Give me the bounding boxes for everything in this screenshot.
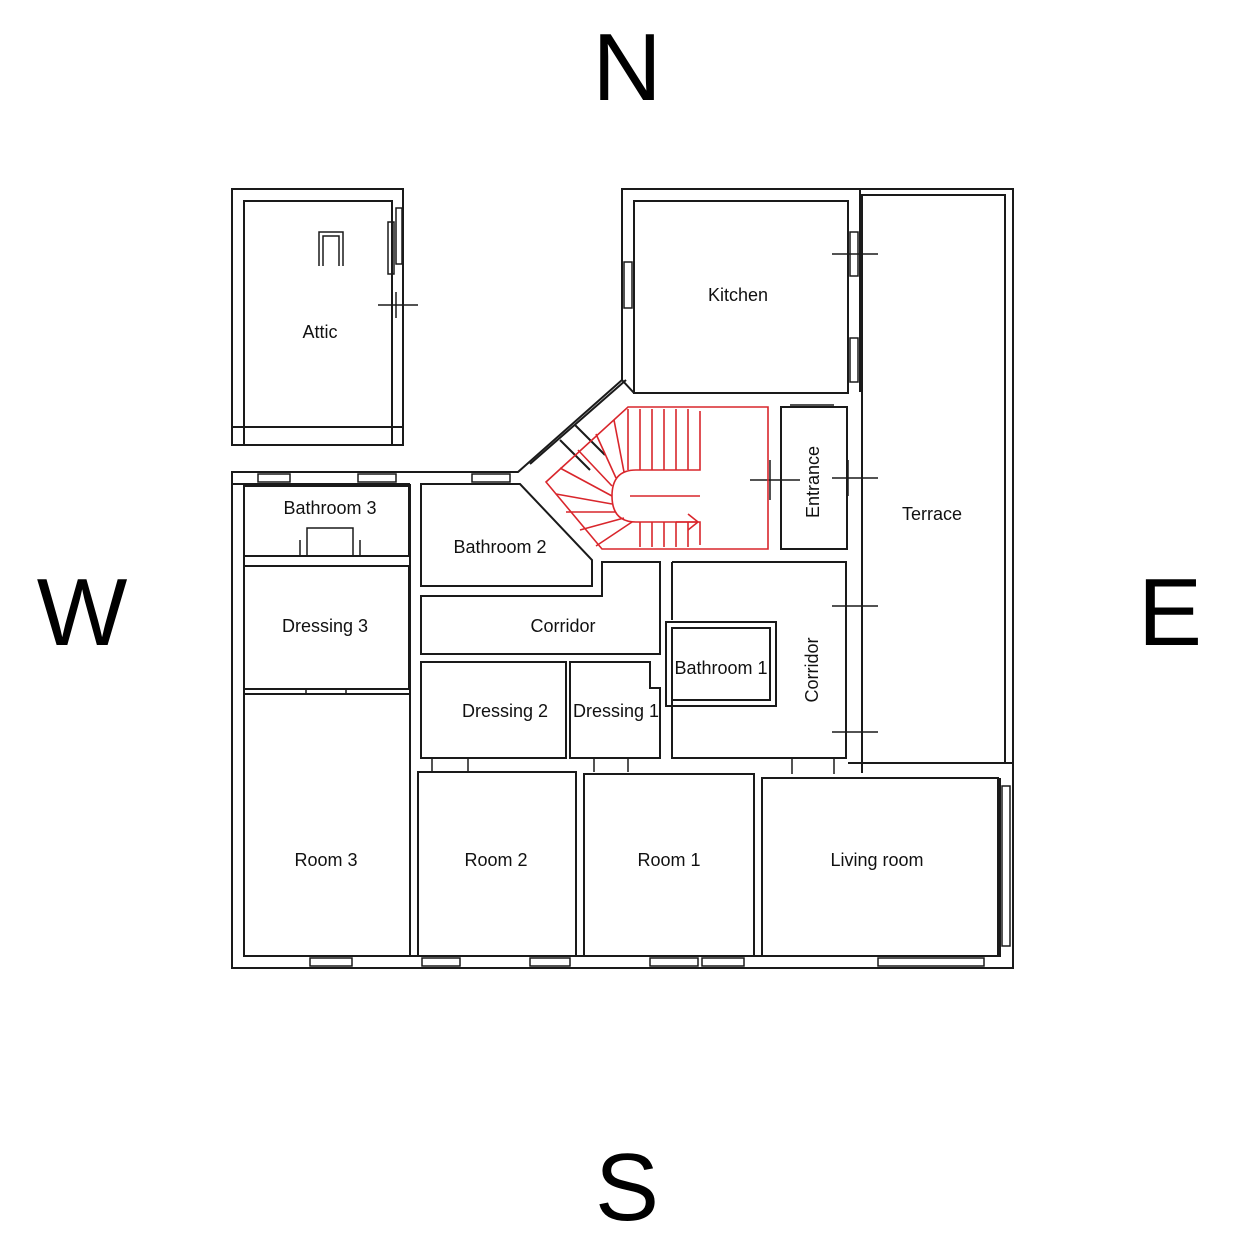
stair-treads-upper — [639, 409, 689, 470]
corridor-center-room — [420, 561, 661, 655]
attic-block — [231, 188, 418, 446]
living-room-label: Living room — [830, 850, 923, 870]
kitchen-label: Kitchen — [708, 285, 768, 305]
room3-room — [243, 693, 411, 967]
bathroom3-label: Bathroom 3 — [283, 498, 376, 518]
staircase — [544, 406, 769, 550]
bathroom2-room — [420, 473, 593, 587]
compass-west: W — [37, 559, 128, 666]
stair-treads-lower — [630, 495, 700, 547]
bathroom1-label: Bathroom 1 — [674, 658, 767, 678]
stair-winders — [555, 409, 633, 547]
terrace-area — [848, 194, 1013, 773]
entrance-room — [750, 404, 878, 550]
compass-north: N — [592, 14, 661, 121]
corridor-east-label: Corridor — [802, 637, 822, 702]
dressing3-label: Dressing 3 — [282, 616, 368, 636]
room3-label: Room 3 — [294, 850, 357, 870]
terrace-label: Terrace — [902, 504, 962, 524]
compass-south: S — [595, 1134, 659, 1241]
dressing2-label: Dressing 2 — [462, 701, 548, 721]
room2-room — [417, 771, 577, 967]
entrance-label: Entrance — [803, 446, 823, 518]
room2-label: Room 2 — [464, 850, 527, 870]
corridor-east-room — [671, 561, 878, 759]
dressing1-label: Dressing 1 — [573, 701, 659, 721]
room1-label: Room 1 — [637, 850, 700, 870]
living-room-room — [761, 777, 1011, 967]
interior-partitions — [305, 484, 835, 956]
compass-east: E — [1138, 559, 1202, 666]
dressing2-room — [420, 661, 567, 759]
stair-hall — [529, 379, 848, 471]
room1-room — [583, 773, 755, 967]
corridor-center-label: Corridor — [530, 616, 595, 636]
bathroom2-label: Bathroom 2 — [453, 537, 546, 557]
attic-label: Attic — [302, 322, 337, 342]
bathroom1-room — [665, 621, 777, 707]
dressing1-room — [569, 661, 661, 759]
